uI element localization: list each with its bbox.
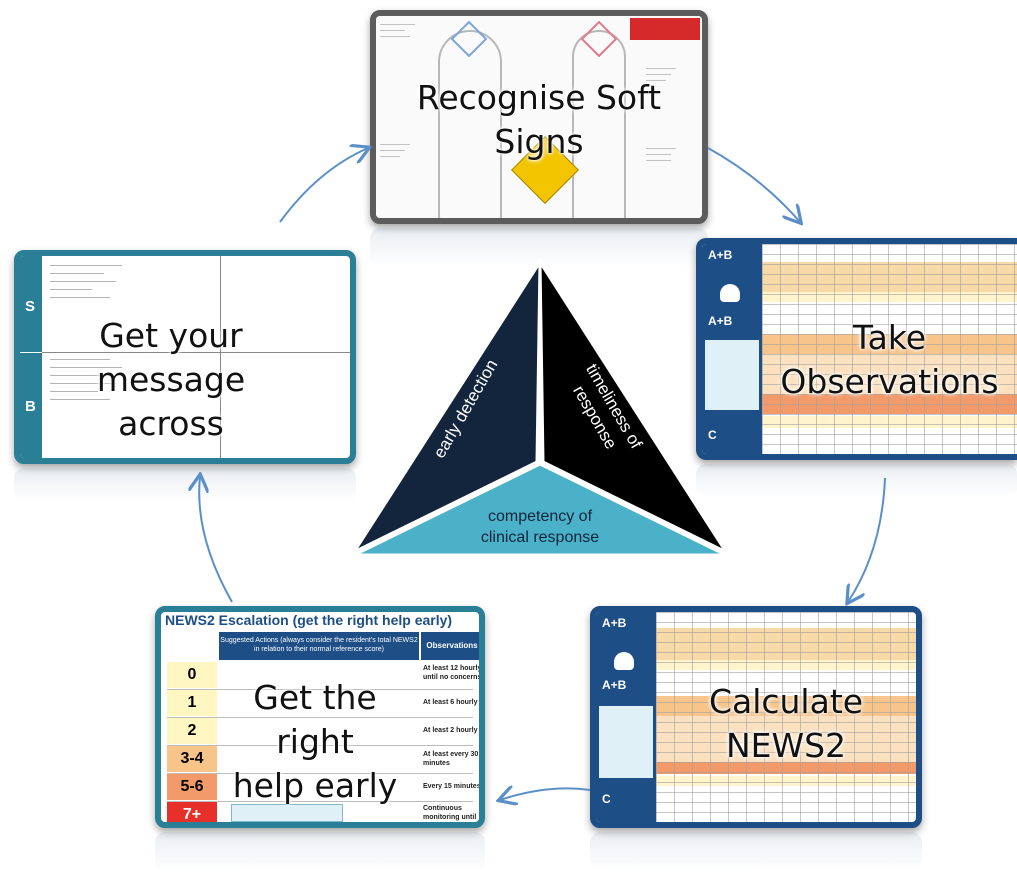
observation-grid: [762, 244, 1017, 454]
sbar-notes-column: [220, 256, 350, 458]
obs-sidebar: A+B A+B C: [702, 244, 762, 454]
sbar-letter-s: S: [25, 298, 36, 315]
sbar-card-reflection: [14, 468, 356, 502]
triangle-early-detection: [349, 256, 542, 556]
arrow-communicate-to-recognise: [279, 148, 368, 223]
obs-frequency-4: Every 15 minutes: [423, 783, 481, 790]
calc-section-ab2: A+B: [602, 678, 627, 692]
score-5-6: 5-6: [167, 774, 217, 800]
escalate-label-line1: Get the right: [253, 678, 377, 761]
calculate-card-reflection: [590, 832, 922, 872]
sbar-letter-bar: S B: [20, 256, 42, 458]
sbar-letter-b: B: [25, 398, 36, 415]
calculate-label-line1: Calculate: [708, 682, 864, 721]
calculation-grid: [656, 612, 916, 822]
score-3-4: 3-4: [167, 746, 217, 772]
competency-text-line1: competency of: [487, 508, 593, 525]
escalation-card: NEWS2 Escalation (get the right help ear…: [155, 606, 485, 828]
escalation-obs-header: Observations: [421, 632, 479, 660]
escalation-actions-header: Suggested Actions (always consider the r…: [219, 632, 419, 660]
obs-section-ab: A+B: [708, 248, 733, 262]
triangle-bottom-label: competency of clinical response: [440, 506, 640, 548]
body-front-figure: [438, 30, 502, 218]
escalation-card-reflection: [155, 832, 485, 872]
calc-section-ab: A+B: [602, 616, 627, 630]
arrow-escalate-to-communicate: [199, 476, 233, 603]
arrow-observe-to-calculate: [848, 477, 886, 602]
sbar-card: S B ————————————————————————————————————…: [14, 250, 356, 464]
triangle-competency: [353, 462, 727, 557]
score-0: 0: [167, 662, 217, 688]
obs-frequency-5: Continuous monitoring until: [423, 805, 477, 821]
score-7-plus: 7+: [167, 802, 217, 822]
communicate-label: Get your message across: [42, 314, 300, 446]
recognise-soft-signs-card: —————————————————— ——————————————— —————…: [370, 10, 708, 224]
score-2: 2: [167, 718, 217, 744]
obs-section-ab2: A+B: [708, 314, 733, 328]
observe-label-line1: Take: [852, 318, 927, 357]
recognise-label-line1: Recognise Soft: [416, 78, 662, 117]
observe-card-reflection: [696, 464, 1017, 498]
escalate-label-line2: help early: [232, 766, 398, 805]
obs-frequency-1: At least 6 hourly: [423, 699, 478, 706]
observe-label-line2: Observations: [780, 362, 999, 401]
calc-sidebar: A+B A+B C: [596, 612, 656, 822]
body-side-figure: [572, 30, 626, 218]
obs-section-c: C: [708, 428, 717, 442]
obs-frequency-0: At least 12 hourly until no concerns: [423, 665, 482, 681]
arrow-calculate-to-escalate: [500, 788, 591, 800]
escalation-note-box: [231, 804, 343, 822]
calculate-label-line2: NEWS2: [725, 726, 847, 765]
triangle-timeliness: [538, 256, 731, 556]
calc-section-c: C: [602, 792, 611, 806]
recognise-label: Recognise Soft Signs: [376, 76, 702, 164]
arrow-recognise-to-observe: [707, 147, 800, 222]
calculate-news2-card: A+B A+B C Calculate NEWS2: [590, 606, 922, 828]
escalate-label: Get the right help early: [211, 676, 419, 808]
calculate-label: Calculate NEWS2: [656, 680, 916, 768]
communicate-label-line1: Get your: [99, 316, 243, 355]
lungs-icon: [614, 652, 634, 670]
take-observations-card: A+B A+B C Take Observations: [696, 238, 1017, 460]
lungs-icon: [720, 284, 740, 302]
alert-banner: [630, 18, 700, 40]
communicate-label-line2: message across: [96, 360, 246, 443]
competency-text-line2: clinical response: [480, 529, 600, 546]
observe-label: Take Observations: [762, 316, 1017, 404]
recognise-label-line2: Signs: [494, 122, 584, 161]
score-1: 1: [167, 690, 217, 716]
escalation-title: NEWS2 Escalation (get the right help ear…: [165, 612, 453, 628]
obs-frequency-3: At least every 30 minutes: [423, 751, 479, 767]
obs-frequency-2: At least 2 hourly: [423, 727, 478, 734]
